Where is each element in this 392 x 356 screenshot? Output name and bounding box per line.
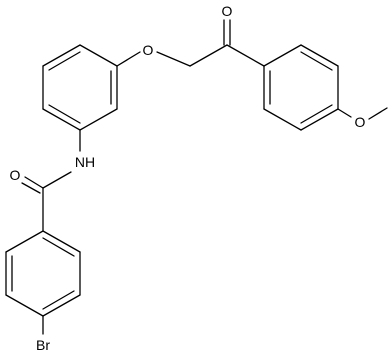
bond [300, 44, 339, 67]
amide-double-bond [24, 176, 44, 189]
bond [116, 51, 141, 67]
amide-oxygen-label: O [10, 167, 21, 183]
bond [300, 108, 339, 131]
double-bond-inner [42, 290, 75, 310]
double-bond-inner [48, 104, 81, 124]
bond [42, 44, 81, 67]
bond [5, 294, 44, 317]
bond [79, 44, 118, 67]
bond [79, 108, 118, 131]
amide-linker [21, 129, 81, 232]
bond [263, 108, 302, 131]
double-bond-inner [300, 51, 333, 71]
amide-nitrogen-label: NH [75, 154, 95, 170]
bond [263, 44, 302, 67]
bromophenyl-ring [5, 230, 81, 335]
methyl-bond [368, 107, 388, 120]
central-benzene-ring [42, 44, 118, 131]
bond [189, 44, 228, 67]
methoxy-oxygen-label: O [355, 114, 366, 130]
bond [226, 44, 265, 67]
double-bond-inner [48, 51, 81, 71]
double-bond-inner [42, 237, 75, 257]
ketone-oxygen-label: O [222, 3, 233, 19]
ether-oxygen-label: O [143, 42, 154, 58]
bromine-label: Br [36, 337, 50, 353]
bond [42, 108, 81, 131]
ether-linker [116, 19, 265, 67]
bond [5, 230, 44, 253]
bond [337, 108, 352, 118]
bond [42, 230, 81, 253]
bond [42, 171, 72, 189]
double-bond-inner [300, 104, 333, 124]
methoxyphenyl-ring [263, 44, 388, 131]
bond [156, 51, 191, 67]
amide-double-bond [21, 182, 41, 194]
bond [42, 294, 81, 317]
